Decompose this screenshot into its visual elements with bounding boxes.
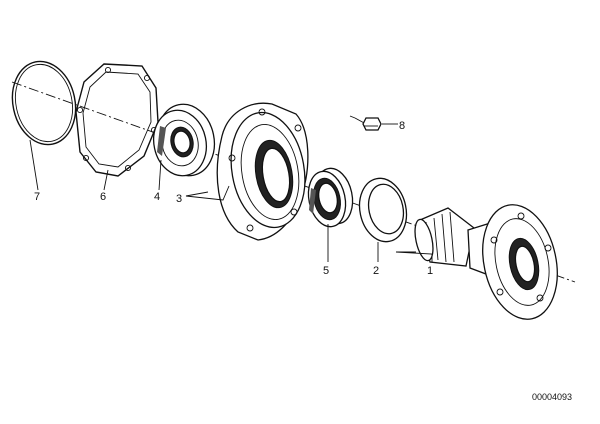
part-1-output-flange <box>414 204 558 320</box>
part-4-shaft-seal <box>153 103 216 177</box>
label-part-1: 1 <box>427 265 433 277</box>
leader-lines <box>29 115 433 262</box>
part-5-roller-bearing <box>307 167 354 228</box>
part-7-o-ring <box>11 60 77 146</box>
part-8-bolt <box>354 117 382 131</box>
label-part-4: 4 <box>154 191 160 203</box>
label-part-6: 6 <box>100 191 106 203</box>
part-3-bearing-housing <box>216 102 309 241</box>
center-axis <box>11 81 576 283</box>
label-part-2: 2 <box>373 265 379 277</box>
part-2-spacer-ring <box>358 177 408 243</box>
label-part-5: 5 <box>323 265 329 277</box>
part-6-gasket <box>75 63 159 177</box>
label-part-7: 7 <box>34 191 40 203</box>
drawing-number: 00004093 <box>532 392 572 402</box>
label-part-8: 8 <box>399 120 405 132</box>
label-part-3: 3 <box>176 193 182 205</box>
